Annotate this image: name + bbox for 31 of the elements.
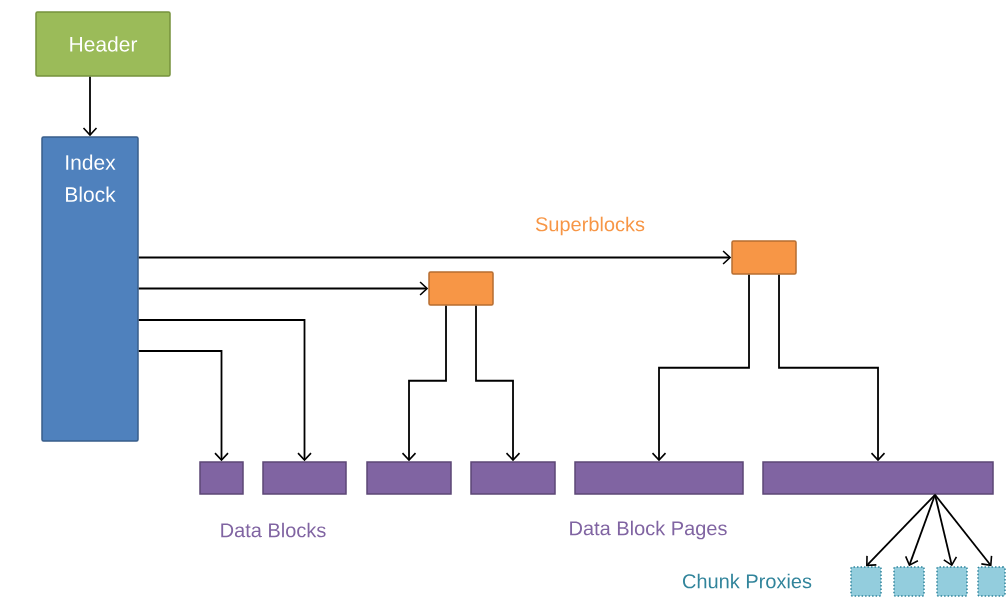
arrow — [82, 75, 98, 137]
data-block — [762, 461, 994, 495]
arrow — [866, 493, 936, 567]
arrow — [137, 319, 312, 462]
superblock-box — [428, 271, 494, 306]
arrow — [137, 350, 229, 462]
chunk-proxy-box — [893, 566, 925, 597]
arrow — [934, 493, 993, 567]
arrow — [934, 493, 958, 567]
chunk-proxy-box — [977, 566, 1006, 597]
superblock-box — [731, 240, 797, 275]
group-label: Data Blocks — [221, 522, 326, 538]
arrow — [651, 273, 750, 462]
chunk-proxy-box — [936, 566, 968, 597]
group-label: Chunk Proxies — [683, 573, 812, 589]
data-block — [199, 461, 244, 495]
data-block — [574, 461, 744, 495]
arrow — [475, 304, 521, 462]
arrow — [778, 273, 886, 462]
header-box: Header — [35, 11, 171, 77]
group-label: Data Block Pages — [570, 520, 727, 540]
index-block: Index Block — [41, 136, 139, 442]
data-block — [366, 461, 452, 495]
group-label: Superblocks — [535, 216, 645, 236]
arrow — [137, 281, 429, 296]
data-block — [262, 461, 347, 495]
arrow — [137, 250, 732, 265]
data-block — [470, 461, 556, 495]
arrow — [904, 493, 936, 567]
arrow — [401, 304, 447, 462]
chunk-proxy-box — [850, 566, 882, 597]
